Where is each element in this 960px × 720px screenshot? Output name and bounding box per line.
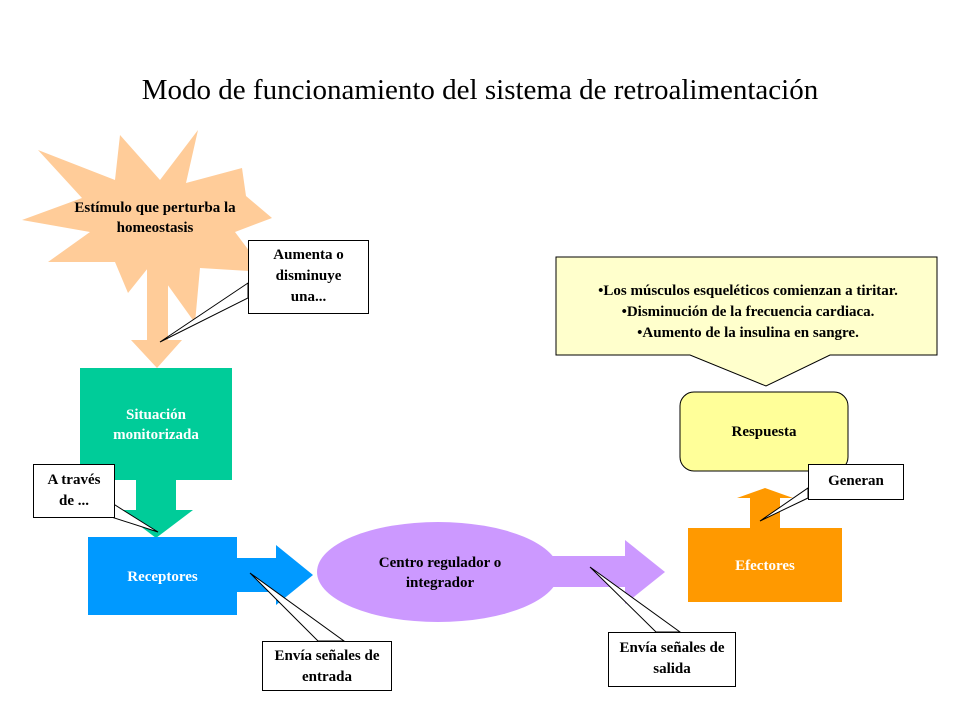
stimulus-starburst xyxy=(22,130,272,323)
diagram-title: Modo de funcionamiento del sistema de re… xyxy=(141,74,819,106)
center-ellipse xyxy=(317,522,559,622)
center-to-effectors-arrow xyxy=(540,540,665,604)
response-item: •Disminución de la frecuencia cardiaca. xyxy=(621,304,875,320)
stimulus-to-situation-arrow xyxy=(131,250,182,368)
situation-to-receptors-arrow xyxy=(119,480,193,538)
response-list-callout xyxy=(555,256,938,387)
response-item: •Los músculos esqueléticos comienzan a t… xyxy=(598,283,898,299)
receptors-label: Receptores xyxy=(127,569,198,585)
input-callout: Envía señales de entrada xyxy=(262,641,392,691)
response-label: Respuesta xyxy=(731,424,797,440)
effectors-box xyxy=(688,528,842,602)
response-item: •Aumento de la insulina en sangre. xyxy=(637,325,859,341)
output-callout: Envía señales de salida xyxy=(608,632,736,687)
receptors-to-center-arrow xyxy=(237,545,313,605)
center-label: Centro regulador o integrador xyxy=(378,555,502,591)
response-box xyxy=(679,391,849,472)
effectors-to-response-arrow xyxy=(737,488,793,528)
generate-callout: Generan xyxy=(808,464,904,500)
situation-box xyxy=(80,368,232,480)
stimulus-label: Estímulo que perturba la homeostasis xyxy=(74,200,236,236)
situation-label: Situación monitorizada xyxy=(113,407,199,443)
increase-callout: Aumenta o disminuye una... xyxy=(248,240,369,314)
receptors-box xyxy=(88,537,237,615)
response-list: •Los músculos esqueléticos comienzan a t… xyxy=(556,281,940,344)
effectors-label: Efectores xyxy=(735,558,795,574)
through-callout: A través de ... xyxy=(33,464,115,518)
